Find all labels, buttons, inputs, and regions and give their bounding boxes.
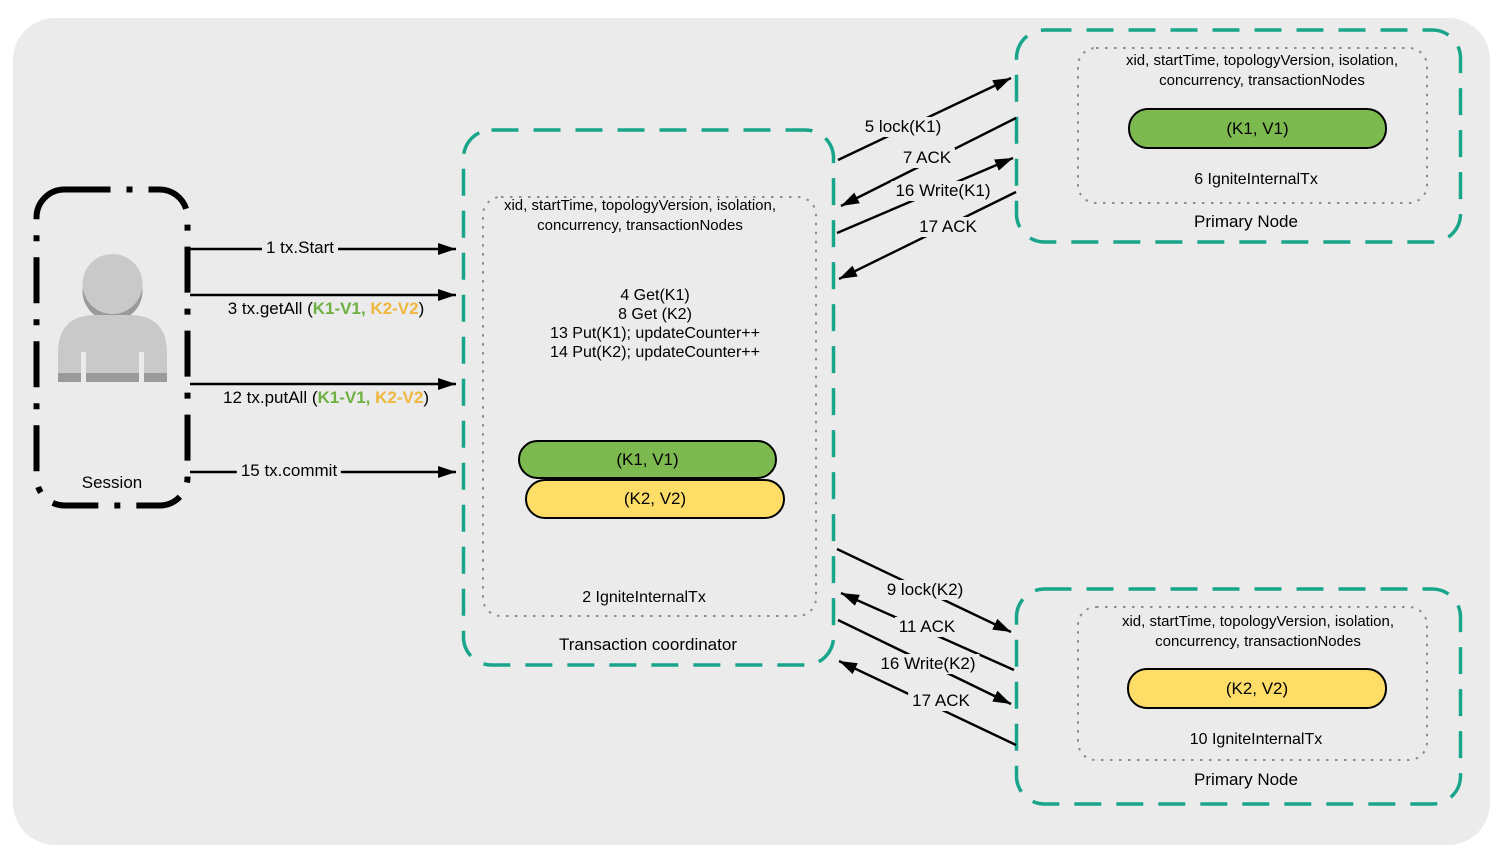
coordinator-operations: 4 Get(K1) 8 Get (K2) 13 Put(K1); updateC… [550,286,760,362]
call-label-tx-start: 1 tx.Start [261,238,339,258]
person-icon [58,254,167,382]
coordinator-operation: 4 Get(K1) [620,287,690,304]
call-label-tx-putall: 12 tx.putAll (K1-V1, K2-V2) [218,388,434,408]
person-icon-head [82,254,143,314]
person-icon-hands [58,373,167,382]
primary-node-k2-entry-pill: (K2, V2) [1127,668,1387,709]
primary-node-k1-tx-fields-line2: concurrency, transactionNodes [1159,72,1365,89]
primary-node-k2-tx-fields-line1: xid, startTime, topologyVersion, isolati… [1121,613,1395,630]
primary-node-k1-tx-fields-line1: xid, startTime, topologyVersion, isolati… [1125,52,1399,69]
message-ack-17-k2: 17 ACK [908,691,974,711]
call-label-tx-getall-suffix: ) [418,299,425,318]
message-ack-7: 7 ACK [898,148,956,168]
coordinator-tx-context-box [482,196,817,617]
message-ack-17-k1: 17 ACK [915,217,981,237]
call-label-tx-getall: 3 tx.getAll (K1-V1, K2-V2) [223,299,429,319]
coordinator-entry-k1-label: (K1, V1) [616,449,679,469]
session-label: Session [81,473,143,492]
person-icon-arm-gap-left [81,352,86,382]
primary-node-k1-entry-label: (K1, V1) [1226,118,1289,138]
session-box [33,186,191,509]
primary-node-k2-title: Primary Node [1194,770,1298,789]
coordinator-tx-fields: xid, startTime, topologyVersion, isolati… [504,196,776,236]
primary-node-k1-tx-label: 6 IgniteInternalTx [1194,171,1318,188]
coordinator-title: Transaction coordinator [559,635,737,654]
call-label-tx-putall-k2: K2-V2 [370,388,424,407]
coordinator-box [461,128,836,667]
primary-node-k2-tx-fields-line2: concurrency, transactionNodes [1155,633,1361,650]
primary-node-k2-box [1014,587,1463,806]
call-label-tx-getall-k2: K2-V2 [365,299,419,318]
coordinator-entry-k1-pill: (K1, V1) [518,440,777,479]
coordinator-operation: 13 Put(K1); updateCounter++ [550,325,760,342]
call-label-tx-getall-k1: K1-V1, [312,299,366,318]
message-write-k1: 16 Write(K1) [891,181,995,201]
primary-node-k2-tx-label: 10 IgniteInternalTx [1189,731,1323,748]
message-ack-11: 11 ACK [894,617,960,637]
coordinator-entry-k2-label: (K2, V2) [623,489,687,508]
call-label-tx-putall-k1: K1-V1, [317,388,371,407]
message-write-k2: 16 Write(K2) [876,654,980,674]
call-label-tx-commit: 15 tx.commit [236,461,342,481]
message-lock-k1: 5 lock(K1) [860,117,946,137]
coordinator-tx-fields-line1: xid, startTime, topologyVersion, isolati… [503,197,777,214]
primary-node-k2-tx-fields: xid, startTime, topologyVersion, isolati… [1122,612,1394,652]
call-label-tx-putall-suffix: ) [423,388,430,407]
message-lock-k2: 9 lock(K2) [882,580,968,600]
primary-node-k1-tx-fields: xid, startTime, topologyVersion, isolati… [1126,51,1398,91]
coordinator-tx-label: 2 IgniteInternalTx [582,589,706,606]
coordinator-tx-fields-line2: concurrency, transactionNodes [537,217,743,234]
primary-node-k2-entry-label: (K2, V2) [1225,678,1289,698]
coordinator-operation: 14 Put(K2); updateCounter++ [550,344,760,361]
person-icon-body [58,315,167,382]
person-icon-arm-gap-right [139,352,144,382]
call-label-tx-getall-prefix: 3 tx.getAll ( [227,299,313,318]
primary-node-k1-title: Primary Node [1194,212,1298,231]
primary-node-k1-box [1014,28,1463,244]
primary-node-k1-entry-pill: (K1, V1) [1128,108,1387,149]
coordinator-entry-k2-pill: (K2, V2) [525,479,785,519]
coordinator-operation: 8 Get (K2) [618,306,692,323]
call-label-tx-putall-prefix: 12 tx.putAll ( [222,388,318,407]
